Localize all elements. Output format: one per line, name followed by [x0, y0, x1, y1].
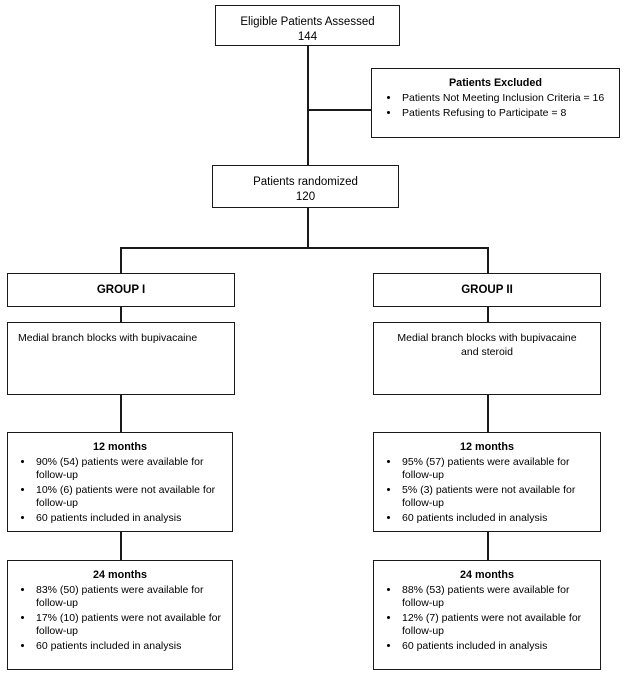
box-patients-randomized: Patients randomized 120	[212, 165, 399, 208]
connector-drop-group-1	[120, 247, 122, 273]
list-item: 95% (57) patients were available for fol…	[400, 456, 600, 482]
connector-drop-group-2	[487, 247, 489, 273]
list-item: 88% (53) patients were available for fol…	[400, 584, 600, 610]
group-2-intervention-text: Medial branch blocks with bupivacaine an…	[397, 332, 577, 358]
group-1-24m-title: 24 months	[93, 569, 147, 581]
group-1-title: GROUP I	[96, 283, 146, 296]
box-group-1-header: GROUP I	[7, 273, 235, 307]
box-group-1-followup-12-months: 12 months 90% (54) patients were availab…	[7, 432, 233, 532]
excluded-title: Patients Excluded	[448, 77, 542, 89]
randomized-line-1: Patients randomized	[253, 176, 358, 188]
list-item: Patients Refusing to Participate = 8	[400, 106, 619, 121]
assessed-count: 144	[297, 31, 318, 43]
connector-g1-intervention-to-12m	[120, 395, 122, 432]
connector-g1-header-to-intervention	[120, 307, 122, 322]
box-group-2-followup-12-months: 12 months 95% (57) patients were availab…	[373, 432, 601, 532]
list-item: 12% (7) patients were not available for …	[400, 612, 600, 638]
list-item: 10% (6) patients were not available for …	[34, 484, 232, 510]
group-1-12m-title: 12 months	[93, 441, 147, 453]
list-item: 60 patients included in analysis	[400, 512, 600, 525]
group-1-24m-list: 83% (50) patients were available for fol…	[8, 584, 232, 653]
group-2-12m-list: 95% (57) patients were available for fol…	[374, 456, 600, 525]
list-item: 17% (10) patients were not available for…	[34, 612, 232, 638]
list-item: 90% (54) patients were available for fol…	[34, 456, 232, 482]
connector-assessed-to-randomized	[307, 45, 309, 165]
group-2-title: GROUP II	[461, 283, 513, 296]
list-item: 60 patients included in analysis	[34, 512, 232, 525]
list-item: 60 patients included in analysis	[34, 640, 232, 653]
group-1-intervention-text: Medial branch blocks with bupivacaine	[18, 332, 198, 344]
connector-g2-header-to-intervention	[487, 307, 489, 322]
connector-split-bar	[120, 247, 488, 249]
group-2-12m-title: 12 months	[460, 441, 514, 453]
box-group-1-intervention: Medial branch blocks with bupivacaine	[7, 322, 235, 395]
box-patients-excluded: Patients Excluded Patients Not Meeting I…	[371, 68, 620, 138]
group-1-12m-list: 90% (54) patients were available for fol…	[8, 456, 232, 525]
box-group-2-header: GROUP II	[373, 273, 601, 307]
connector-to-excluded	[307, 109, 372, 111]
connector-g2-intervention-to-12m	[487, 395, 489, 432]
box-group-1-followup-24-months: 24 months 83% (50) patients were availab…	[7, 560, 233, 670]
box-eligible-patients-assessed: Eligible Patients Assessed 144	[215, 5, 400, 46]
list-item: 83% (50) patients were available for fol…	[34, 584, 232, 610]
list-item: 60 patients included in analysis	[400, 640, 600, 653]
list-item: Patients Not Meeting Inclusion Criteria …	[400, 91, 619, 106]
group-2-24m-list: 88% (53) patients were available for fol…	[374, 584, 600, 653]
box-group-2-followup-24-months: 24 months 88% (53) patients were availab…	[373, 560, 601, 670]
excluded-list: Patients Not Meeting Inclusion Criteria …	[372, 91, 619, 121]
connector-g1-12m-to-24m	[120, 532, 122, 560]
assessed-line-1: Eligible Patients Assessed	[240, 16, 375, 28]
box-group-2-intervention: Medial branch blocks with bupivacaine an…	[373, 322, 601, 395]
connector-g2-12m-to-24m	[487, 532, 489, 560]
list-item: 5% (3) patients were not available for f…	[400, 484, 600, 510]
connector-randomized-down	[307, 207, 309, 248]
group-2-24m-title: 24 months	[460, 569, 514, 581]
randomized-count: 120	[295, 191, 316, 203]
